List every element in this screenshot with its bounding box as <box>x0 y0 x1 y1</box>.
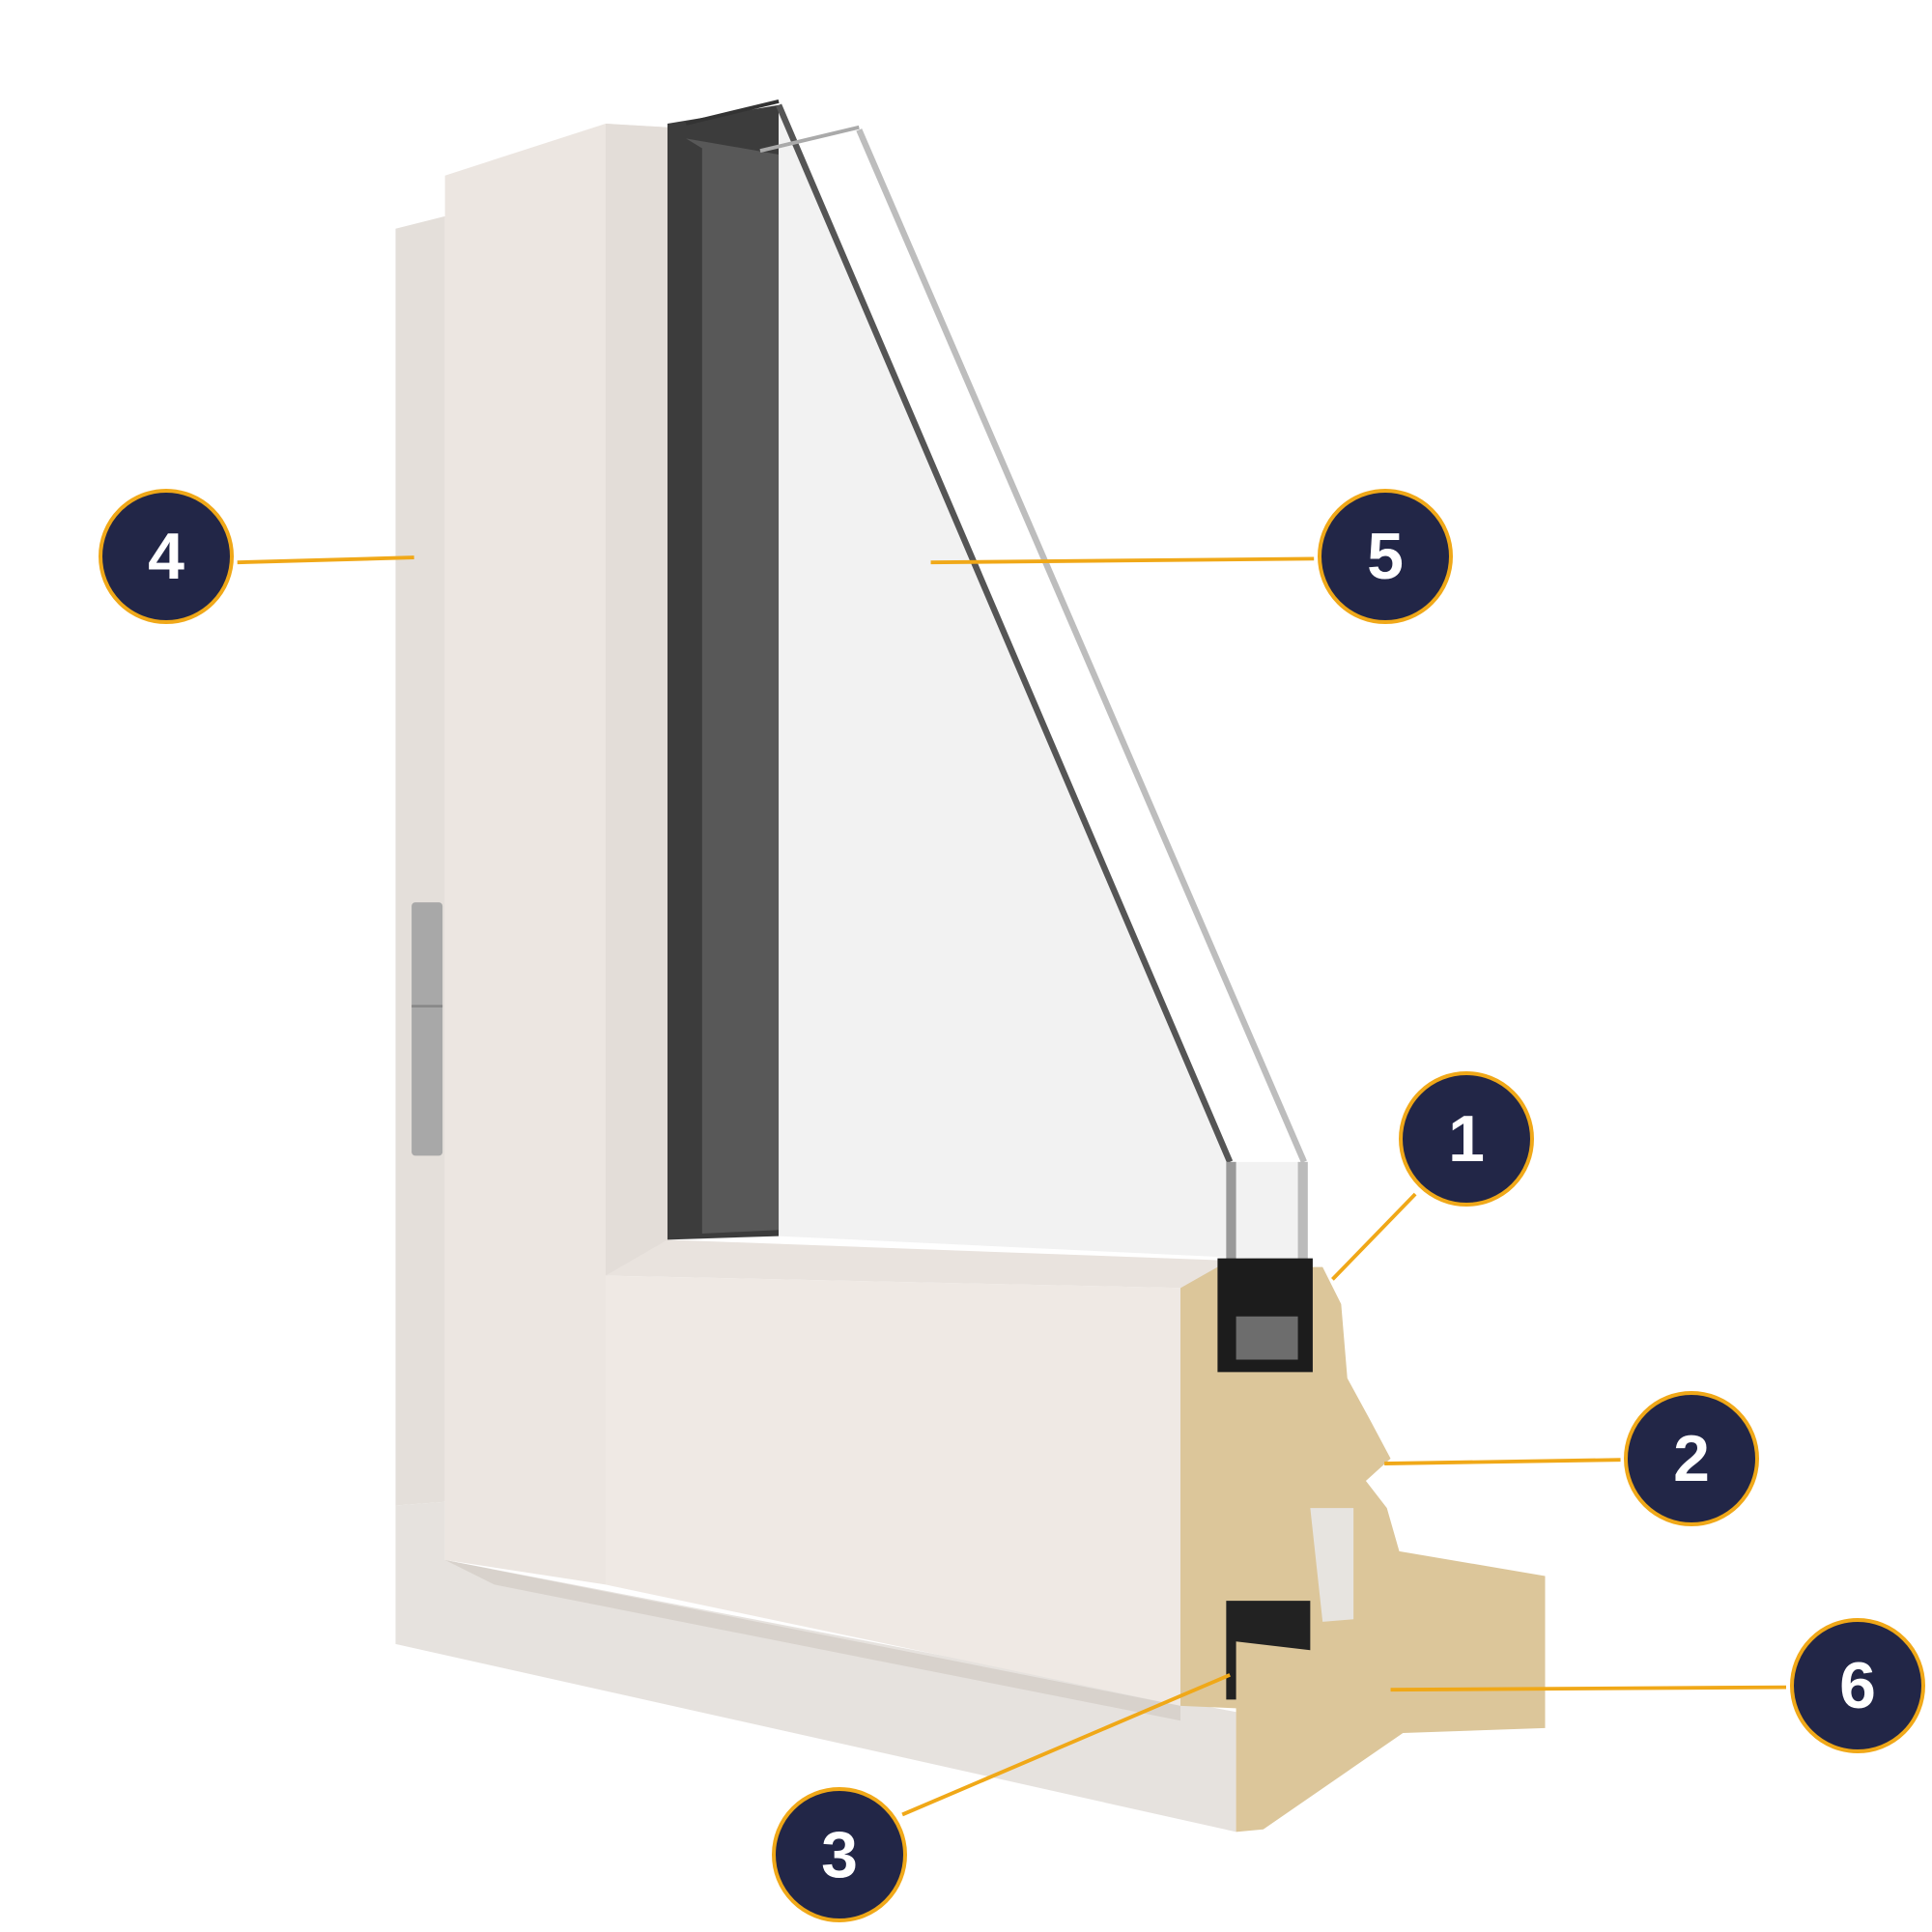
callout-badge-2: 2 <box>1624 1391 1759 1526</box>
glass-section-2 <box>1297 1161 1308 1262</box>
callout-badge-4: 4 <box>99 489 234 624</box>
spacer <box>1236 1316 1298 1360</box>
sash-stile-edge <box>605 123 668 1276</box>
outer-frame-bottom <box>395 1501 1236 1833</box>
callout-label: 1 <box>1448 1102 1485 1176</box>
outer-frame-side <box>395 215 445 1506</box>
sash-rail-face <box>605 1275 1187 1706</box>
glass-edge-outer <box>776 103 1234 1164</box>
glazing-bead-inner <box>686 138 780 1235</box>
drip-rail <box>444 1559 1181 1721</box>
glass-edge-top <box>685 99 780 126</box>
callout-label: 4 <box>148 520 185 593</box>
callout-badge-5: 5 <box>1318 489 1453 624</box>
leader-line-6 <box>1390 1685 1787 1692</box>
glass-edge-inner <box>856 128 1307 1164</box>
glass-edge-top-2 <box>759 125 860 153</box>
leader-line-5 <box>930 556 1315 565</box>
glass-section-1 <box>1226 1161 1236 1262</box>
callout-badge-6: 6 <box>1790 1618 1925 1753</box>
callout-badge-3: 3 <box>772 1787 907 1922</box>
callout-badge-1: 1 <box>1399 1071 1534 1207</box>
callout-label: 2 <box>1673 1422 1710 1495</box>
leader-line-2 <box>1384 1458 1621 1465</box>
leader-line-1 <box>1331 1192 1417 1281</box>
callout-label: 3 <box>821 1818 858 1891</box>
callout-label: 5 <box>1367 520 1404 593</box>
glass-pane <box>779 104 1304 1262</box>
sill-groove <box>1310 1508 1354 1622</box>
hinge <box>412 902 443 1156</box>
callout-label: 6 <box>1839 1649 1876 1722</box>
leader-line-3 <box>901 1673 1231 1817</box>
sash-rail-top <box>605 1239 1236 1289</box>
gasket <box>1226 1601 1311 1700</box>
leader-line-4 <box>237 555 414 565</box>
